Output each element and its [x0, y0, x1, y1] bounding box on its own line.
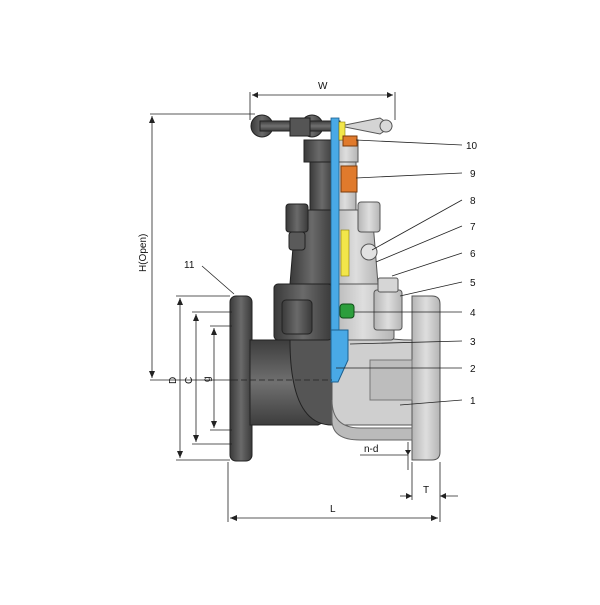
right-flange [411, 295, 441, 461]
callout-9: 9 [470, 169, 476, 180]
dim-label-g: g [202, 376, 213, 382]
dimension-lines [149, 92, 458, 522]
callout-1: 1 [470, 396, 476, 407]
callout-10: 10 [466, 141, 478, 152]
yoke-upper-dark [309, 159, 335, 211]
body-lower-cutaway [331, 399, 413, 441]
body-waterway [369, 359, 413, 401]
dim-label-d: D [168, 377, 179, 384]
callout-11: 11 [184, 260, 195, 271]
bonnet-nut-right [373, 289, 403, 331]
valve-exterior-half [229, 114, 341, 462]
dimension-labels: W H(Open) D C g L T n-d [138, 81, 429, 515]
callout-5: 5 [470, 278, 476, 289]
dim-label-w: W [318, 81, 328, 92]
back-seat [339, 303, 355, 319]
gland-bolt-right [357, 201, 381, 233]
stem-nut [342, 135, 358, 147]
packing-upper [338, 121, 346, 141]
yoke-collar-dark [303, 139, 335, 163]
callout-7: 7 [470, 222, 476, 233]
handwheel-hub [289, 117, 311, 137]
callout-6: 6 [470, 249, 476, 260]
eyebolt-ring [360, 243, 378, 261]
handwheel-knob-far [379, 119, 393, 133]
callout-leaders [201, 139, 463, 406]
left-flange [229, 295, 253, 462]
eyebolt-left [288, 231, 306, 251]
callout-4: 4 [470, 308, 476, 319]
callout-numbers: 1 2 3 4 5 6 7 8 9 10 11 [184, 141, 478, 407]
dim-label-c: C [184, 377, 195, 384]
bonnet-nut-left [281, 299, 313, 335]
callout-8: 8 [470, 196, 476, 207]
bonnet-bolt-cap [377, 277, 399, 293]
dim-label-h: H(Open) [138, 234, 149, 272]
valve-internals [330, 117, 358, 383]
packing-lower [340, 229, 350, 277]
callout-3: 3 [470, 337, 476, 348]
dim-label-t: T [423, 485, 429, 496]
stem [330, 117, 340, 349]
gland-flange [340, 165, 358, 193]
gland-bolt-left [285, 203, 309, 233]
dim-label-nd: n-d [364, 444, 378, 455]
callout-2: 2 [470, 364, 476, 375]
dim-label-l: L [330, 504, 336, 515]
wedge [330, 329, 349, 383]
